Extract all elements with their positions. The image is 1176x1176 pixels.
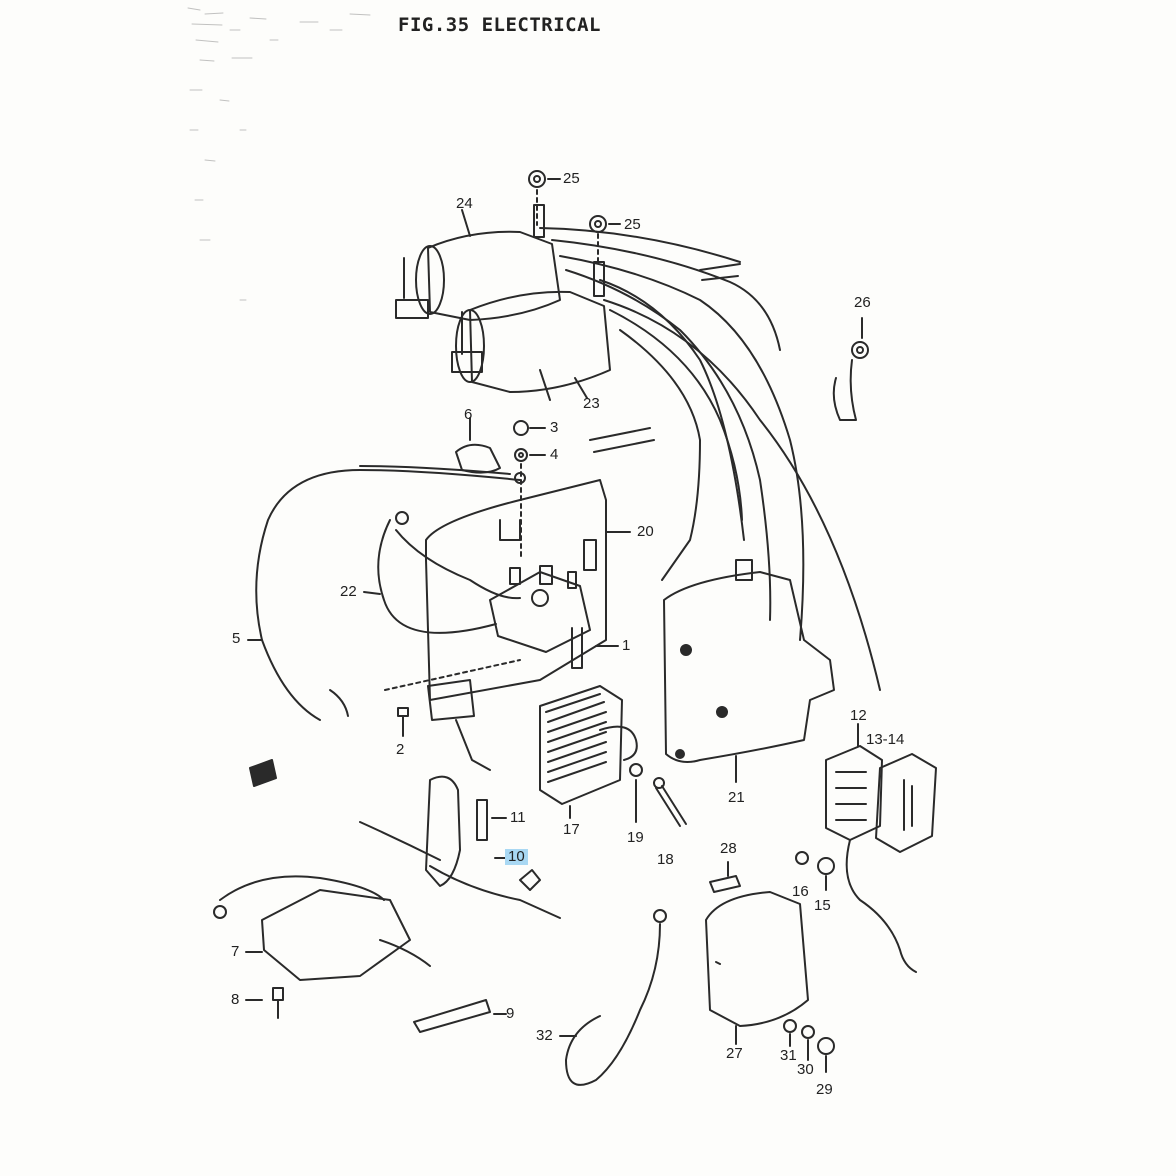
callout-28: 28 xyxy=(720,840,737,857)
starter-relay-1 xyxy=(489,565,619,669)
nut-25-top xyxy=(528,170,561,188)
screw-19 xyxy=(629,763,643,823)
scan-noise xyxy=(187,7,371,301)
callout-7: 7 xyxy=(231,943,240,960)
lead-wire-22 xyxy=(363,511,521,634)
clamp-26 xyxy=(832,317,869,421)
fuse-lead xyxy=(845,839,917,973)
bolt-18 xyxy=(653,777,687,827)
ignition-coil-23 xyxy=(451,261,611,401)
washer-31 xyxy=(783,1019,797,1047)
plate-20 xyxy=(425,479,631,701)
bolt-2 xyxy=(384,659,521,737)
callout-13-14: 13-14 xyxy=(866,731,905,748)
callout-15: 15 xyxy=(814,897,831,914)
callout-1: 1 xyxy=(622,637,631,654)
callout-25-top: 25 xyxy=(563,170,580,187)
pin-28 xyxy=(709,861,741,893)
relay-7 xyxy=(213,875,431,981)
fuse-box-12 xyxy=(825,723,883,841)
washer-16 xyxy=(795,851,809,865)
bracket xyxy=(427,679,491,771)
washer-4 xyxy=(514,448,546,462)
cover-21 xyxy=(663,559,835,783)
callout-21: 21 xyxy=(728,789,745,806)
callout-32: 32 xyxy=(536,1027,553,1044)
callout-4: 4 xyxy=(550,446,559,463)
callout-5: 5 xyxy=(232,630,241,647)
callout-30: 30 xyxy=(797,1061,814,1078)
nut-25-second xyxy=(589,215,621,233)
ignition-coil-24 xyxy=(395,204,561,321)
washer-30 xyxy=(801,1025,815,1061)
callout-23: 23 xyxy=(583,395,600,412)
fuse-holder-10 xyxy=(359,775,561,919)
callout-25-second: 25 xyxy=(624,216,641,233)
callout-17: 17 xyxy=(563,821,580,838)
screw-15 xyxy=(817,857,835,891)
ground-lead-32 xyxy=(559,909,667,1086)
front-arrow-marker xyxy=(249,759,277,787)
callout-29: 29 xyxy=(816,1081,833,1098)
battery-lead-5 xyxy=(247,465,526,721)
callout-24: 24 xyxy=(456,195,473,212)
callout-12: 12 xyxy=(850,707,867,724)
callout-9: 9 xyxy=(506,1005,515,1022)
fuse-box-cover-13-14 xyxy=(875,753,937,853)
callout-6: 6 xyxy=(464,406,473,423)
figure-title: FIG.35 ELECTRICAL xyxy=(398,14,601,36)
bracket-9 xyxy=(413,999,507,1033)
callout-18: 18 xyxy=(657,851,674,868)
wiring-harness xyxy=(539,227,881,691)
screw-8 xyxy=(245,987,284,1019)
callout-20: 20 xyxy=(637,523,654,540)
callout-2: 2 xyxy=(396,741,405,758)
relay-box-27 xyxy=(705,891,809,1045)
regulator-17 xyxy=(539,685,638,819)
callout-19: 19 xyxy=(627,829,644,846)
terminal-cover-6 xyxy=(455,417,501,474)
callout-27: 27 xyxy=(726,1045,743,1062)
callout-8: 8 xyxy=(231,991,240,1008)
callout-22: 22 xyxy=(340,583,357,600)
callout-11: 11 xyxy=(510,809,526,826)
nut-3 xyxy=(513,420,546,436)
screw-29 xyxy=(817,1037,835,1073)
callout-26: 26 xyxy=(854,294,871,311)
callout-3: 3 xyxy=(550,419,559,436)
callout-10-highlighted: 10 xyxy=(505,849,528,865)
callout-31: 31 xyxy=(780,1047,797,1064)
callout-16: 16 xyxy=(792,883,809,900)
fuse-11 xyxy=(476,799,507,841)
